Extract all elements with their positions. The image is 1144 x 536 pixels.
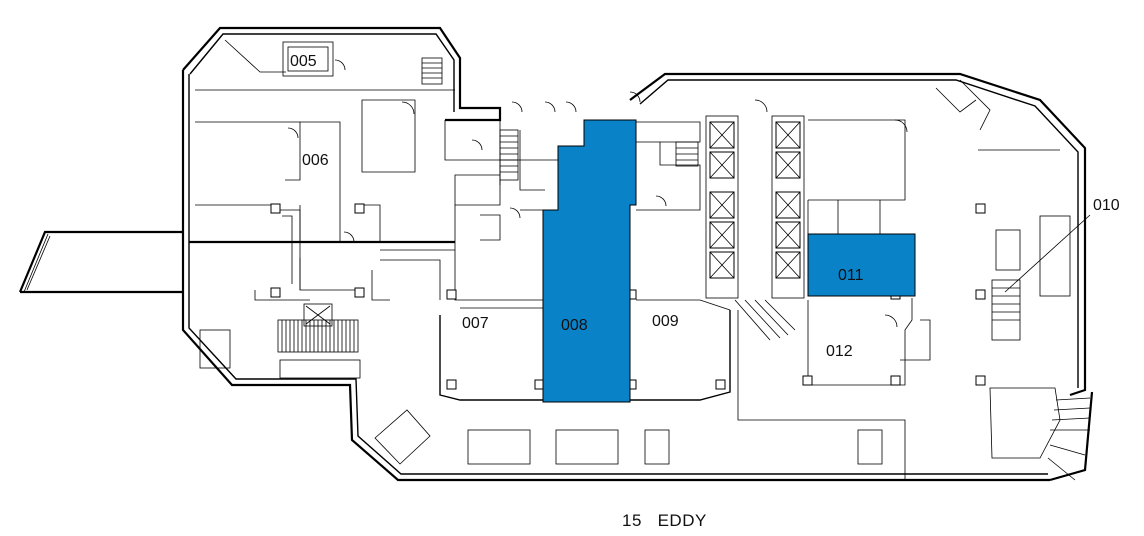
- stair-core: [499, 129, 699, 181]
- unit-007-label[interactable]: 007: [462, 315, 489, 332]
- left-wing-walls: [181, 26, 1050, 482]
- unit-005-frame: [282, 41, 334, 77]
- unit-008-label[interactable]: 008: [561, 317, 588, 334]
- unit-011-area[interactable]: [807, 233, 916, 297]
- building-name: 15 EDDY: [622, 511, 707, 530]
- stair-right: [991, 279, 1091, 481]
- stairs: [274, 57, 1091, 481]
- unit-010-leader-line: [1004, 214, 1091, 293]
- unit-shells: [439, 119, 931, 480]
- lobby-fixtures: [199, 215, 1071, 465]
- doors: [287, 59, 908, 328]
- unit-008-shape: [542, 119, 637, 403]
- stair-left-bottom: [277, 319, 359, 353]
- unit-010-label[interactable]: 010: [1093, 197, 1120, 214]
- elevator-bank: [705, 115, 805, 341]
- right-wing-walls: [629, 72, 1094, 482]
- stair-top: [421, 57, 443, 85]
- unit-008-area[interactable]: [542, 119, 637, 403]
- stair-center: [274, 209, 301, 290]
- unit-005-label[interactable]: 005: [290, 53, 317, 70]
- elevator-cars: [709, 121, 801, 279]
- unit-009-label[interactable]: 009: [652, 313, 679, 330]
- unit-012-label[interactable]: 012: [826, 343, 853, 360]
- unit-011-shape: [807, 233, 916, 297]
- walkway: [18, 230, 183, 294]
- unit-011-label[interactable]: 011: [838, 267, 864, 284]
- unit-006-label[interactable]: 006: [302, 152, 329, 169]
